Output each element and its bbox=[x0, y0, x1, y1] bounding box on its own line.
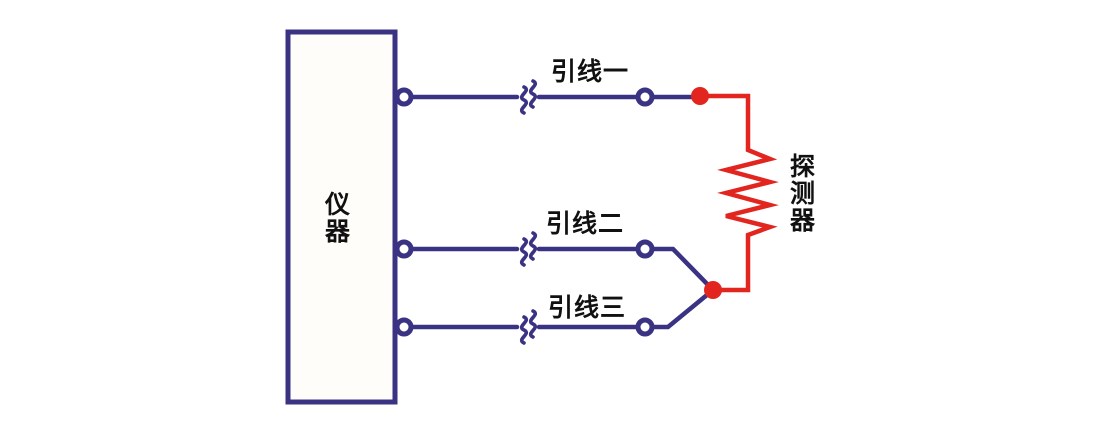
squiggle bbox=[519, 237, 529, 267]
instrument-terminal-3 bbox=[394, 317, 414, 337]
squiggle bbox=[519, 85, 529, 115]
instrument-terminal-2 bbox=[394, 239, 414, 259]
junction-dot-top bbox=[691, 87, 709, 105]
lead1-label: 引线一 bbox=[551, 57, 630, 86]
squiggle bbox=[528, 231, 538, 261]
instrument-box bbox=[285, 29, 398, 405]
resistor-icon bbox=[701, 93, 779, 293]
instrument-label: 仪器 bbox=[321, 191, 351, 245]
lead2-wire bbox=[409, 246, 716, 293]
lead3-wire-right bbox=[536, 287, 716, 330]
lead2-connector bbox=[635, 239, 655, 259]
junction-dot-bottom bbox=[704, 281, 722, 299]
lead1-wire-break-icon bbox=[519, 79, 538, 115]
lead3-connector bbox=[635, 317, 655, 337]
instrument-terminal-1 bbox=[394, 87, 414, 107]
lead2-wire-right bbox=[536, 246, 716, 293]
squiggle bbox=[528, 79, 538, 109]
lead3-wire-break-icon bbox=[519, 309, 538, 345]
lead2-wire-break-icon bbox=[519, 231, 538, 267]
lead1-connector bbox=[635, 87, 655, 107]
detector-label: 探测器 bbox=[786, 153, 816, 234]
lead2-label: 引线二 bbox=[546, 209, 625, 238]
squiggle bbox=[519, 315, 529, 345]
squiggle bbox=[528, 309, 538, 339]
lead3-wire bbox=[409, 287, 716, 330]
lead3-label: 引线三 bbox=[548, 293, 627, 322]
